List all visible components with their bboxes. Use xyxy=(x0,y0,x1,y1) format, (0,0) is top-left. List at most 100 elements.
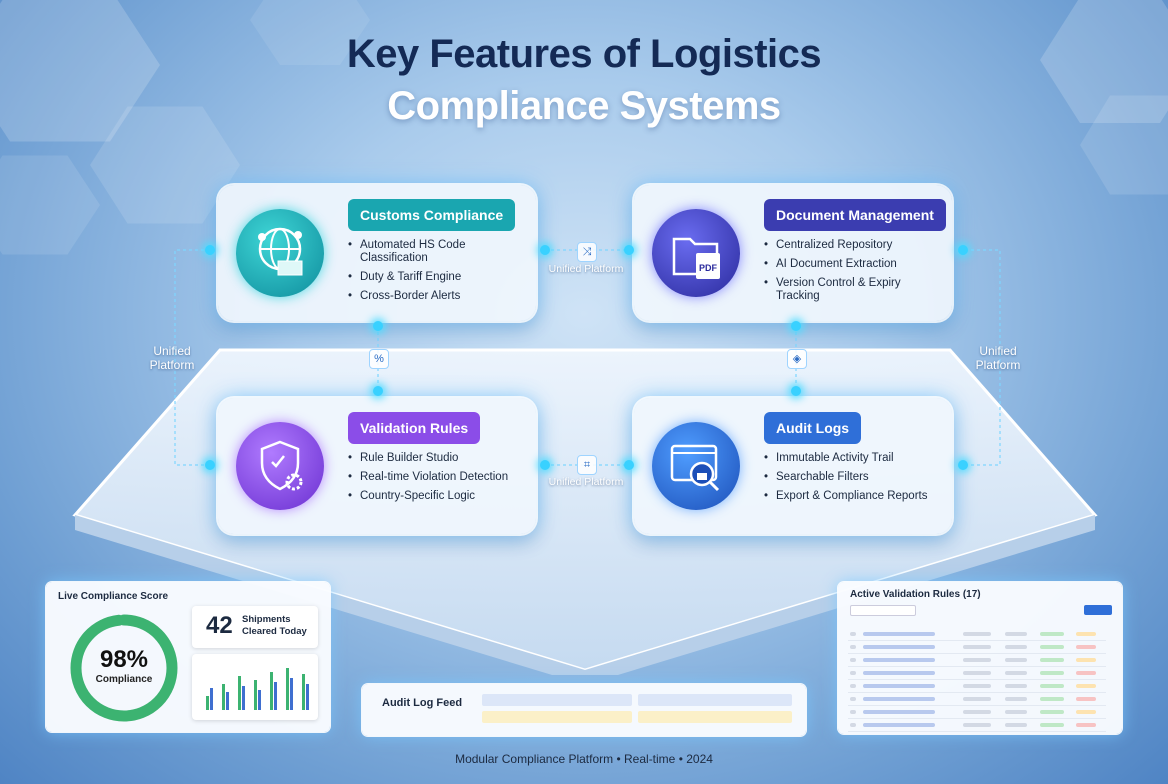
cell-placeholder xyxy=(963,645,992,649)
list-item: Cross-Border Alerts xyxy=(348,290,528,303)
cell-placeholder xyxy=(1039,684,1064,688)
cell-placeholder xyxy=(863,632,936,636)
table-cell xyxy=(961,666,1004,680)
table-cell xyxy=(1003,705,1038,719)
cell-placeholder xyxy=(850,632,856,636)
table-cell xyxy=(861,705,962,719)
table-cell xyxy=(961,692,1004,706)
cell-placeholder xyxy=(850,658,856,662)
validation-rules-card[interactable]: Validation Rules Rule Builder Studio Rea… xyxy=(218,398,536,534)
connector-dot xyxy=(205,460,215,470)
cell-placeholder xyxy=(1076,723,1097,727)
cell-placeholder xyxy=(850,697,856,701)
page-title-line2: Compliance Systems xyxy=(387,84,781,128)
rules-search-input[interactable] xyxy=(850,605,916,616)
table-cell xyxy=(1037,628,1075,641)
cell-placeholder xyxy=(1076,645,1097,649)
table-cell xyxy=(861,666,962,680)
cell-placeholder xyxy=(963,671,992,675)
shield-gear-icon xyxy=(236,422,324,510)
cell-placeholder xyxy=(863,684,936,688)
table-cell xyxy=(1074,628,1106,641)
table-cell xyxy=(861,653,962,667)
compliance-caption: Compliance xyxy=(95,674,153,685)
cell-placeholder xyxy=(850,645,856,649)
table-row[interactable] xyxy=(848,718,1106,732)
table-row[interactable] xyxy=(848,705,1106,719)
cell-placeholder xyxy=(963,658,992,662)
cell-placeholder xyxy=(1039,645,1064,649)
customs-compliance-card[interactable]: Customs Compliance Automated HS Code Cla… xyxy=(218,185,536,321)
cell-placeholder xyxy=(1039,658,1064,662)
cell-placeholder xyxy=(1005,645,1028,649)
table-cell xyxy=(1037,692,1075,706)
table-cell xyxy=(861,628,962,641)
lock-search-icon xyxy=(652,422,740,510)
table-cell xyxy=(961,628,1004,641)
document-management-label: Document Management xyxy=(764,199,946,231)
cell-placeholder xyxy=(1039,697,1064,701)
cell-placeholder xyxy=(1076,658,1097,662)
table-cell xyxy=(1003,692,1038,706)
table-cell xyxy=(848,679,862,693)
connector-dot xyxy=(205,245,215,255)
add-rule-button[interactable] xyxy=(1084,605,1112,615)
document-feature-list: Centralized Repository AI Document Extra… xyxy=(764,239,944,309)
document-management-card[interactable]: PDF Document Management Centralized Repo… xyxy=(634,185,952,321)
table-cell xyxy=(848,692,862,706)
list-item: Rule Builder Studio xyxy=(348,452,528,465)
connector-dot xyxy=(373,321,383,331)
table-cell xyxy=(848,628,862,641)
connector-label-top: Unified Platform xyxy=(548,263,624,275)
table-cell xyxy=(961,653,1004,667)
table-row[interactable] xyxy=(848,679,1106,693)
connector-dot xyxy=(540,460,550,470)
connector-dot xyxy=(624,245,634,255)
table-cell xyxy=(1074,692,1106,706)
table-row[interactable] xyxy=(848,666,1106,680)
cell-placeholder xyxy=(863,723,936,727)
cell-placeholder xyxy=(850,684,856,688)
table-row[interactable] xyxy=(848,692,1106,706)
table-row[interactable] xyxy=(848,653,1106,667)
cell-placeholder xyxy=(1005,723,1028,727)
table-cell xyxy=(1074,718,1106,732)
rules-table xyxy=(848,628,1106,732)
connector-dot xyxy=(791,321,801,331)
compliance-score-panel: Live Compliance Score 98% Compliance 42 … xyxy=(46,582,330,732)
table-cell xyxy=(861,692,962,706)
connector-label-left: Unified Platform xyxy=(149,344,195,372)
pdf-folder-icon: PDF xyxy=(652,209,740,297)
table-cell xyxy=(1037,718,1075,732)
table-cell xyxy=(1003,628,1038,641)
table-cell xyxy=(1003,653,1038,667)
table-cell xyxy=(1003,679,1038,693)
cell-placeholder xyxy=(1005,632,1028,636)
table-row[interactable] xyxy=(848,628,1106,641)
table-cell xyxy=(848,718,862,732)
list-item: Automated HS Code Classification xyxy=(348,239,528,265)
table-cell xyxy=(1003,640,1038,654)
cell-placeholder xyxy=(863,671,936,675)
validation-rules-label: Validation Rules xyxy=(348,412,481,444)
feed-entry xyxy=(482,711,632,723)
validation-rules-title: Active Validation Rules (17) xyxy=(850,589,981,600)
audit-logs-card[interactable]: Audit Logs Immutable Activity Trail Sear… xyxy=(634,398,952,534)
shipments-label: Shipments Cleared Today xyxy=(242,614,307,637)
table-cell xyxy=(1037,666,1075,680)
audit-feature-list: Immutable Activity Trail Searchable Filt… xyxy=(764,452,944,509)
connector-label-bottom: Unified Platform xyxy=(548,476,624,488)
shipments-card: 42 Shipments Cleared Today xyxy=(192,606,318,648)
cell-placeholder xyxy=(863,710,936,714)
list-item: Searchable Filters xyxy=(764,471,944,484)
table-row[interactable] xyxy=(848,640,1106,654)
cell-placeholder xyxy=(1076,684,1097,688)
list-item: Export & Compliance Reports xyxy=(764,490,944,503)
cell-placeholder xyxy=(1005,710,1028,714)
connector-label-right: Unified Platform xyxy=(975,344,1021,372)
cell-placeholder xyxy=(863,697,936,701)
link-icon: ⤨ xyxy=(577,242,597,262)
cell-placeholder xyxy=(850,710,856,714)
cell-placeholder xyxy=(963,632,992,636)
connector-dot xyxy=(540,245,550,255)
